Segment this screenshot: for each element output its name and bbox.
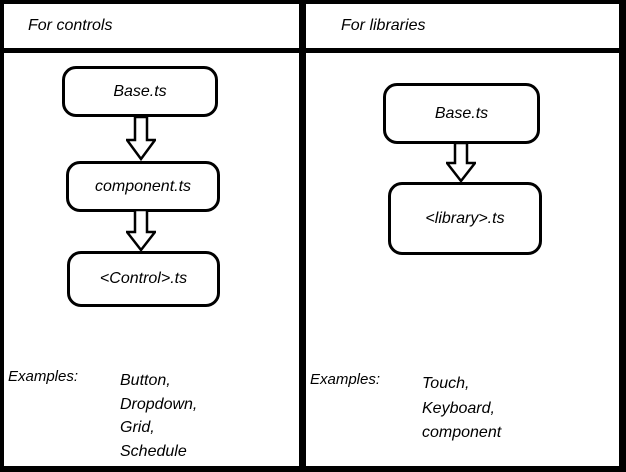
flow-node-label: Base.ts bbox=[113, 82, 167, 100]
flow-node-label: <Control>.ts bbox=[99, 270, 188, 287]
header-divider-line bbox=[0, 48, 626, 53]
flow-node-base-libraries: Base.ts bbox=[383, 83, 540, 144]
flow-node-control: <Control>.ts bbox=[67, 251, 220, 307]
example-item: component bbox=[422, 424, 502, 441]
right-examples-label: Examples: bbox=[310, 371, 381, 388]
right-panel-header: For libraries bbox=[341, 17, 426, 34]
right-examples-list: Touch, Keyboard, component bbox=[422, 372, 501, 446]
panel-divider-line bbox=[299, 0, 306, 472]
flow-node-label: <library>.ts bbox=[425, 209, 505, 227]
left-panel-header: For controls bbox=[28, 17, 113, 34]
flow-node-library: <library>.ts bbox=[388, 182, 542, 255]
flow-node-label: component.ts bbox=[94, 177, 192, 195]
flow-node-base-controls: Base.ts bbox=[62, 66, 218, 117]
down-arrow-icon bbox=[126, 116, 156, 161]
flow-node-label: Base.ts bbox=[434, 104, 489, 122]
down-arrow-icon bbox=[126, 209, 156, 252]
example-item: Keyboard, bbox=[422, 399, 495, 417]
example-item: Schedule bbox=[120, 442, 187, 460]
flow-node-component: component.ts bbox=[66, 161, 220, 212]
example-item: Dropdown, bbox=[120, 395, 198, 413]
example-item: Grid, bbox=[120, 419, 155, 436]
down-arrow-icon bbox=[446, 142, 476, 183]
example-item: Button, bbox=[120, 372, 171, 389]
left-examples-list: Button, Dropdown, Grid, Schedule bbox=[120, 369, 197, 463]
example-item: Touch, bbox=[422, 375, 470, 392]
left-examples-label: Examples: bbox=[8, 368, 79, 385]
